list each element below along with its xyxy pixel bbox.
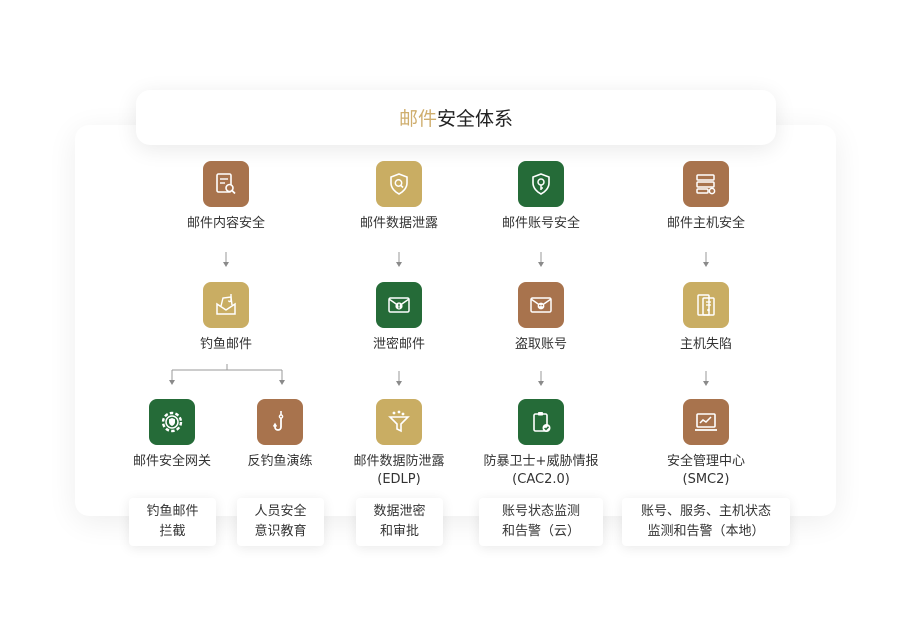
shield-key-icon [518,161,564,207]
node-label: 邮件数据泄露 [359,216,438,231]
monitor-chart-icon [683,399,729,445]
node-cac: 防暴卫士+威胁情报 (CAC2.0) [461,399,621,489]
node-label: 防暴卫士+威胁情报 (CAC2.0) [483,454,599,487]
node-host-compromised: 主机失陷 [626,282,786,354]
node-label: 邮件内容安全 [186,216,265,231]
node-label: 泄密邮件 [372,337,425,352]
skull-envelope-icon [518,282,564,328]
node-anti-phishing-drill: 反钓鱼演练 [200,399,360,471]
arrow-down-icon [703,252,709,267]
node-edlp: 邮件数据防泄露 (EDLP) [319,399,479,489]
alert-envelope-icon [376,282,422,328]
node-email-host-security: 邮件主机安全 [626,161,786,233]
server-gear-icon [683,161,729,207]
node-label: 安全管理中心 (SMC2) [666,454,745,487]
branch-connector [169,364,285,385]
clipboard-check-icon [518,399,564,445]
arrow-down-icon [538,371,544,386]
hook-envelope-icon [203,282,249,328]
arrow-down-icon [396,252,402,267]
arrow-down-icon [538,252,544,267]
node-label: 主机失陷 [679,337,732,352]
fishing-hook-icon [257,399,303,445]
arrow-down-icon [223,252,229,267]
desc-account-monitoring-cloud: 账号状态监测 和告警（云） [479,498,603,546]
node-smc: 安全管理中心 (SMC2) [626,399,786,489]
node-label: 钓鱼邮件 [199,337,252,352]
arrow-down-icon [703,371,709,386]
node-email-content-security: 邮件内容安全 [146,161,306,233]
node-email-data-leak: 邮件数据泄露 [319,161,479,233]
desc-phishing-interception: 钓鱼邮件 拦截 [129,498,216,546]
node-leak-email: 泄密邮件 [319,282,479,354]
node-email-security-gateway: 邮件安全网关 [92,399,252,471]
doc-search-icon [203,161,249,207]
node-email-account-security: 邮件账号安全 [461,161,621,233]
node-label: 邮件主机安全 [666,216,745,231]
desc-security-awareness: 人员安全 意识教育 [237,498,324,546]
node-label: 邮件安全网关 [132,454,211,469]
gear-shield-icon [149,399,195,445]
node-label: 反钓鱼演练 [247,454,313,469]
node-label: 邮件数据防泄露 (EDLP) [353,454,445,487]
desc-host-monitoring-local: 账号、服务、主机状态 监测和告警（本地） [622,498,790,546]
arrow-down-icon [396,371,402,386]
server-compromised-icon [683,282,729,328]
title-rest: 安全体系 [437,108,514,130]
node-label: 邮件账号安全 [501,216,580,231]
desc-data-leak-approval: 数据泄密 和审批 [356,498,443,546]
node-phishing-email: 钓鱼邮件 [146,282,306,354]
node-label: 盗取账号 [514,337,567,352]
page-title: 邮件安全体系 [136,90,776,145]
funnel-icon [376,399,422,445]
title-accent: 邮件 [398,108,437,130]
shield-search-icon [376,161,422,207]
node-stolen-account: 盗取账号 [461,282,621,354]
